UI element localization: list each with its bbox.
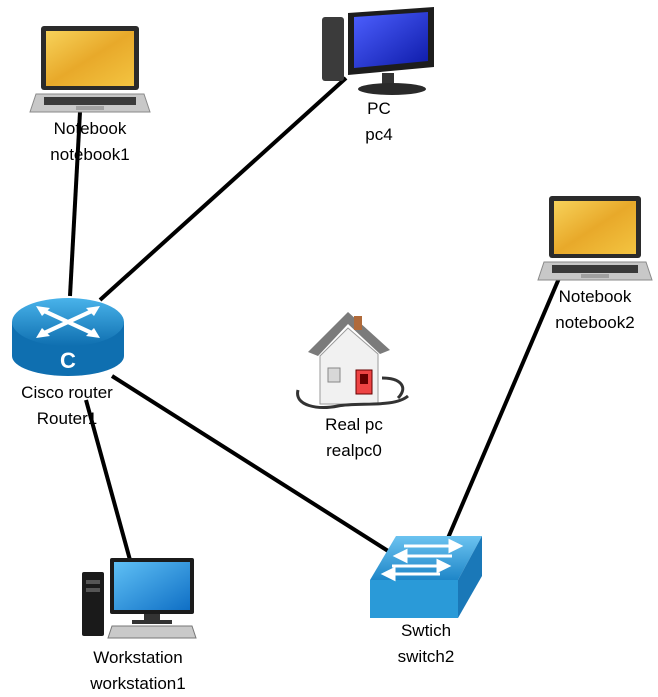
link-router1-notebook1 bbox=[68, 111, 82, 297]
switch2-name-label: switch2 bbox=[397, 647, 455, 666]
link-router1-switch2 bbox=[110, 374, 398, 558]
notebook2-type-label: Notebook bbox=[558, 287, 632, 306]
realpc0-name-label: realpc0 bbox=[326, 441, 382, 460]
switch2-switch-icon[interactable] bbox=[370, 536, 482, 618]
pc4-name-label: pc4 bbox=[365, 125, 393, 144]
workstation1-type-label: Workstation bbox=[93, 648, 183, 667]
pc4-type-label: PC bbox=[367, 99, 391, 118]
link-switch2-notebook2 bbox=[446, 275, 562, 539]
realpc0-house-icon[interactable] bbox=[296, 312, 409, 409]
notebook2-laptop-icon[interactable] bbox=[537, 196, 653, 281]
links-layer bbox=[68, 76, 562, 561]
notebook1-name-label: notebook1 bbox=[50, 145, 130, 164]
link-router1-workstation1 bbox=[84, 399, 132, 561]
link-router1-pc4 bbox=[98, 76, 348, 302]
notebook1-laptop-icon[interactable] bbox=[29, 26, 151, 113]
notebook1-label: Notebook notebook1 bbox=[50, 116, 129, 168]
realpc0-type-label: Real pc bbox=[325, 415, 383, 434]
workstation1-label: Workstation workstation1 bbox=[90, 645, 185, 697]
switch2-label: Swtich switch2 bbox=[398, 618, 455, 670]
router1-cisco-router-icon[interactable]: C bbox=[12, 298, 124, 376]
router1-type-label: Cisco router bbox=[21, 383, 113, 402]
workstation1-name-label: workstation1 bbox=[90, 674, 186, 693]
pc4-desktop-pc-icon[interactable] bbox=[322, 7, 434, 95]
notebook2-label: Notebook notebook2 bbox=[555, 284, 634, 336]
router1-label: Cisco router Router1 bbox=[21, 380, 113, 432]
workstation1-workstation-icon[interactable] bbox=[82, 558, 197, 639]
notebook2-name-label: notebook2 bbox=[555, 313, 635, 332]
realpc0-label: Real pc realpc0 bbox=[325, 412, 383, 464]
router1-name-label: Router1 bbox=[36, 409, 98, 428]
pc4-label: PC pc4 bbox=[365, 96, 392, 148]
svg-text:C: C bbox=[60, 348, 76, 373]
notebook1-type-label: Notebook bbox=[53, 119, 127, 138]
switch2-type-label: Swtich bbox=[400, 621, 452, 640]
